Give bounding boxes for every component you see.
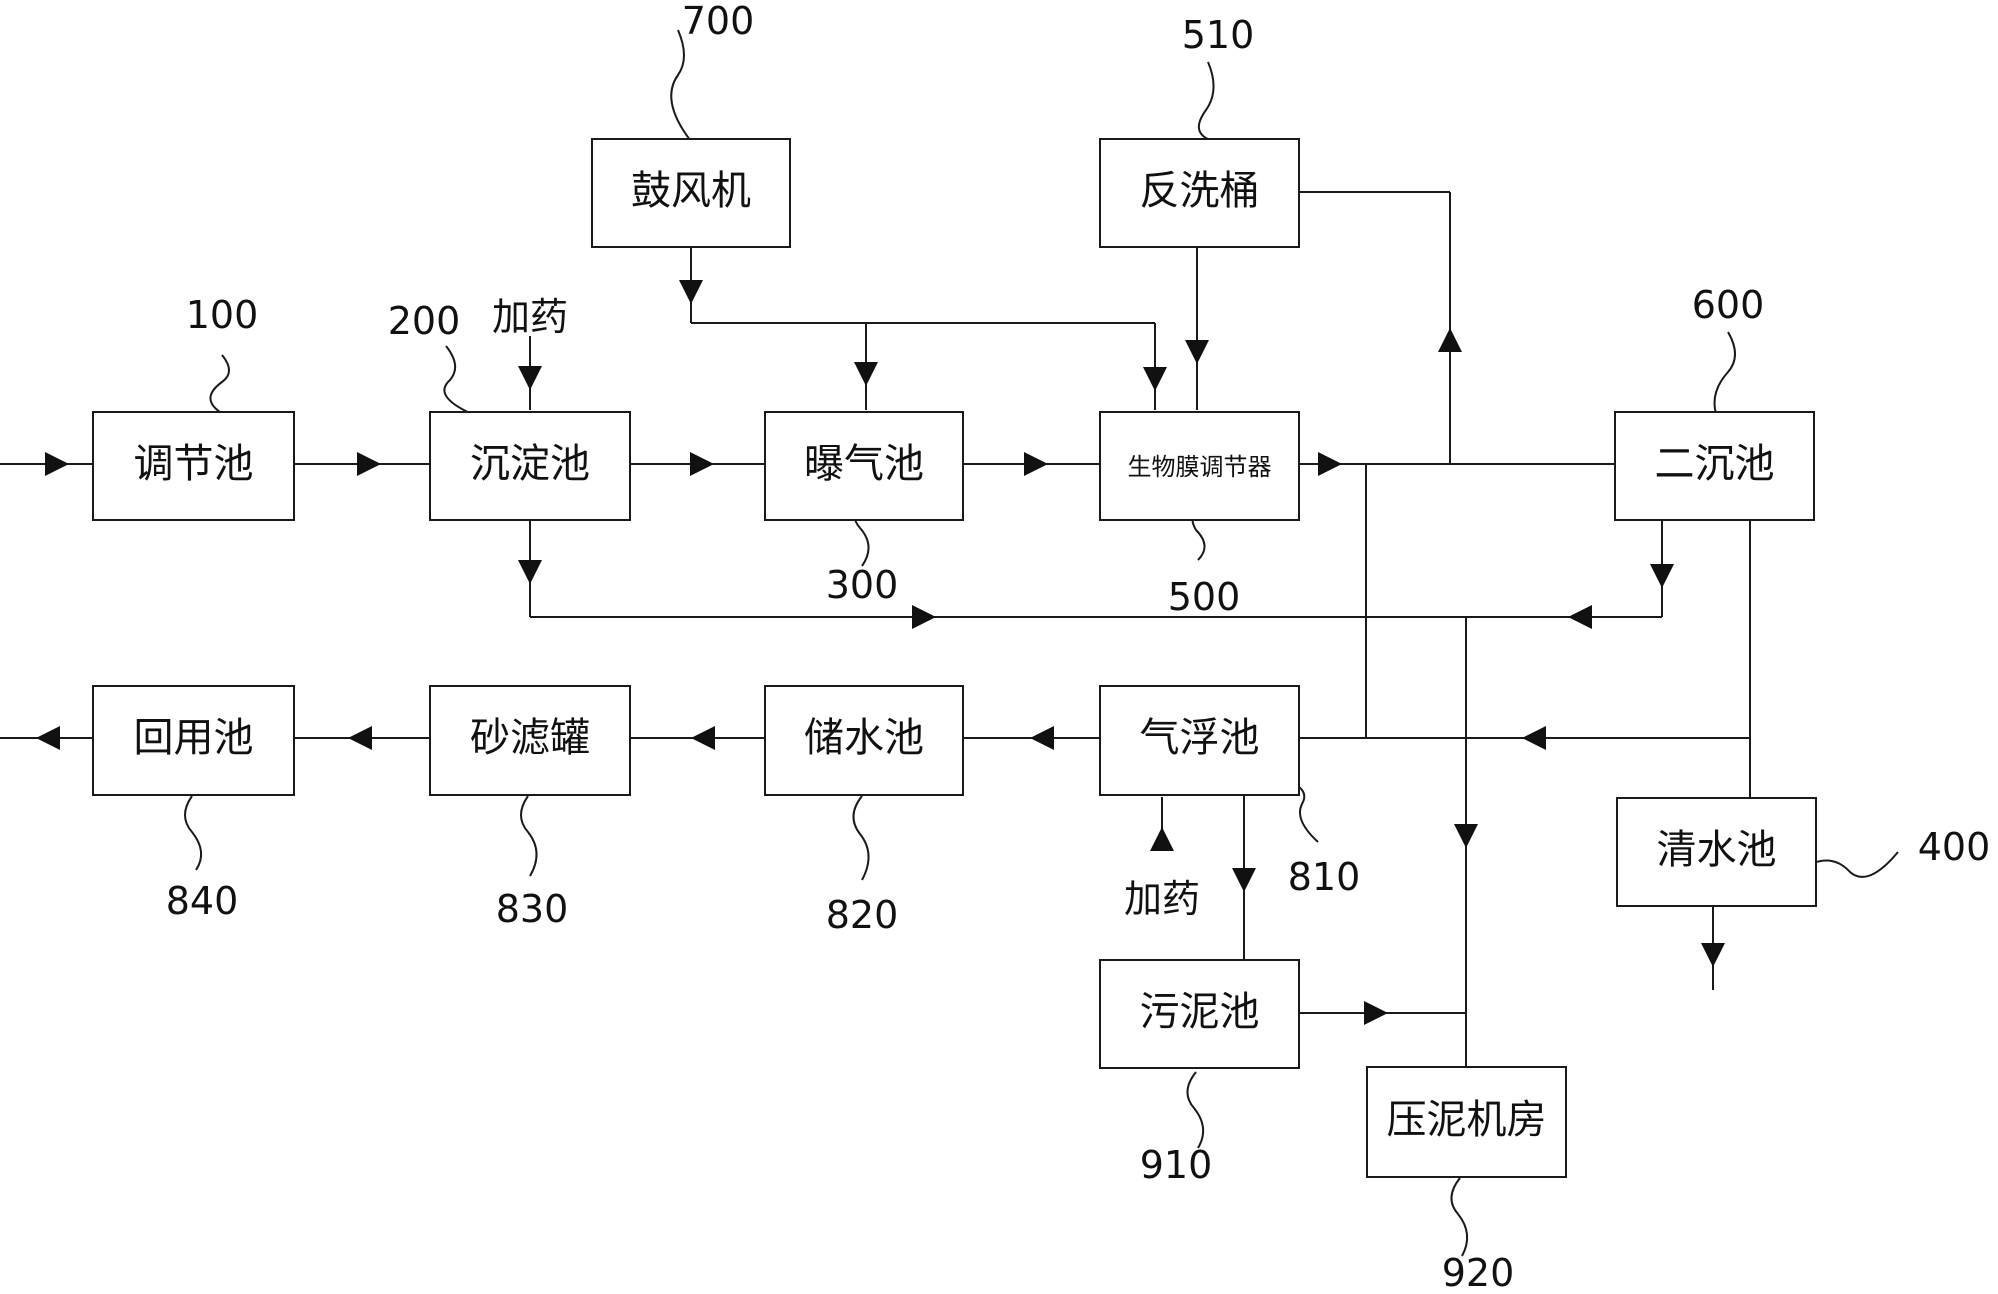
leader-910 [1186,1071,1205,1149]
node-label-fanxitong: 反洗桶 [1140,168,1260,214]
ref-820: 820 [826,893,899,937]
node-label-shengwumo: 生物膜调节器 [1128,453,1272,481]
node-shalvguan: 砂滤罐 [429,685,631,796]
leader-700 [670,29,691,141]
ref-920: 920 [1442,1251,1515,1294]
ref-500: 500 [1168,575,1241,619]
arrow-left-outlet [36,726,60,750]
arrow-right-100-200 [357,452,381,476]
ref-100: 100 [186,293,259,337]
node-puqichi: 曝气池 [764,411,964,521]
arrow-down-to-500 [1143,367,1167,391]
arrow-down-to-300 [854,362,878,386]
node-gufengji: 鼓风机 [591,138,791,248]
node-huiyongchi: 回用池 [92,685,295,796]
node-chendianchi: 沉淀池 [429,411,631,521]
ref-300: 300 [826,563,899,607]
node-shengwumo: 生物膜调节器 [1099,411,1300,521]
leader-curves [184,29,1899,1257]
note-dosing-top: 加药 [492,295,568,339]
arrow-down-400-outlet [1701,943,1725,967]
arrow-down-blower [679,280,703,304]
arrow-down-810-910 [1232,868,1256,892]
node-qingshuichi: 清水池 [1616,797,1817,907]
leader-920 [1450,1177,1469,1257]
node-qifuchi: 气浮池 [1099,685,1300,796]
node-label-gufengji: 鼓风机 [631,168,751,214]
arrow-left-820-830 [691,726,715,750]
node-yanijifang: 压泥机房 [1366,1066,1567,1178]
node-label-huiyongchi: 回用池 [134,715,254,761]
node-label-erchenchi: 二沉池 [1655,441,1775,487]
arrow-down-backwash [1185,340,1209,364]
node-fanxitong: 反洗桶 [1099,138,1300,248]
ref-600: 600 [1692,283,1765,327]
node-label-wunichi: 污泥池 [1140,989,1260,1035]
node-label-qifuchi: 气浮池 [1140,715,1260,761]
arrow-up-backwash-return [1438,328,1462,352]
arrow-left-810-820 [1030,726,1054,750]
node-label-shalvguan: 砂滤罐 [470,715,590,761]
leader-600 [1713,331,1736,415]
arrow-down-200-sludge [518,560,542,584]
arrowheads [36,280,1725,1025]
arrow-left-830-840 [348,726,372,750]
leader-830 [520,795,538,877]
ref-810: 810 [1288,855,1361,899]
ref-510: 510 [1182,13,1255,57]
arrow-right-200-300 [690,452,714,476]
arrow-up-dosing-bottom [1150,827,1174,851]
arrow-right-500-out [1318,452,1342,476]
leader-400 [1799,851,1899,878]
ref-200: 200 [388,299,461,343]
process-boxes: 调节池 沉淀池 曝气池 生物膜调节器 二沉池 鼓风机 反洗桶 气浮池 [92,138,1817,1178]
leader-200 [443,345,473,415]
arrow-right-300-500 [1024,452,1048,476]
node-label-chendianchi: 沉淀池 [470,441,590,487]
leader-100 [209,354,230,413]
ref-400: 400 [1918,825,1991,869]
ref-700: 700 [682,0,755,43]
arrow-right-sludge-return [912,605,936,629]
node-chushuichi: 储水池 [764,685,964,796]
annotations: 加药 加药 [492,295,1200,921]
node-tiaojiechi: 调节池 [92,411,295,521]
reference-numbers: 100 200 700 510 600 300 500 810 400 840 … [166,0,1991,1294]
arrow-down-to-press [1454,824,1478,848]
arrow-left-sludge-return [1568,605,1592,629]
leader-820 [852,795,870,881]
arrow-left-600-flotation [1522,726,1546,750]
node-label-tiaojiechi: 调节池 [134,441,254,487]
arrow-right-inlet [45,452,69,476]
node-label-qingshuichi: 清水池 [1657,827,1777,873]
node-wunichi: 污泥池 [1099,959,1300,1069]
node-erchenchi: 二沉池 [1614,411,1815,521]
arrow-right-910-920 [1364,1001,1388,1025]
leader-840 [184,795,203,871]
arrow-down-dosing-top [518,366,542,390]
ref-840: 840 [166,879,239,923]
ref-910: 910 [1140,1143,1213,1187]
ref-830: 830 [496,887,569,931]
node-label-puqichi: 曝气池 [804,441,924,487]
node-label-yanijifang: 压泥机房 [1387,1097,1547,1143]
arrow-down-600-sludge [1650,564,1674,588]
node-label-chushuichi: 储水池 [804,715,924,761]
leader-510 [1198,61,1215,141]
note-dosing-bottom: 加药 [1124,877,1200,921]
